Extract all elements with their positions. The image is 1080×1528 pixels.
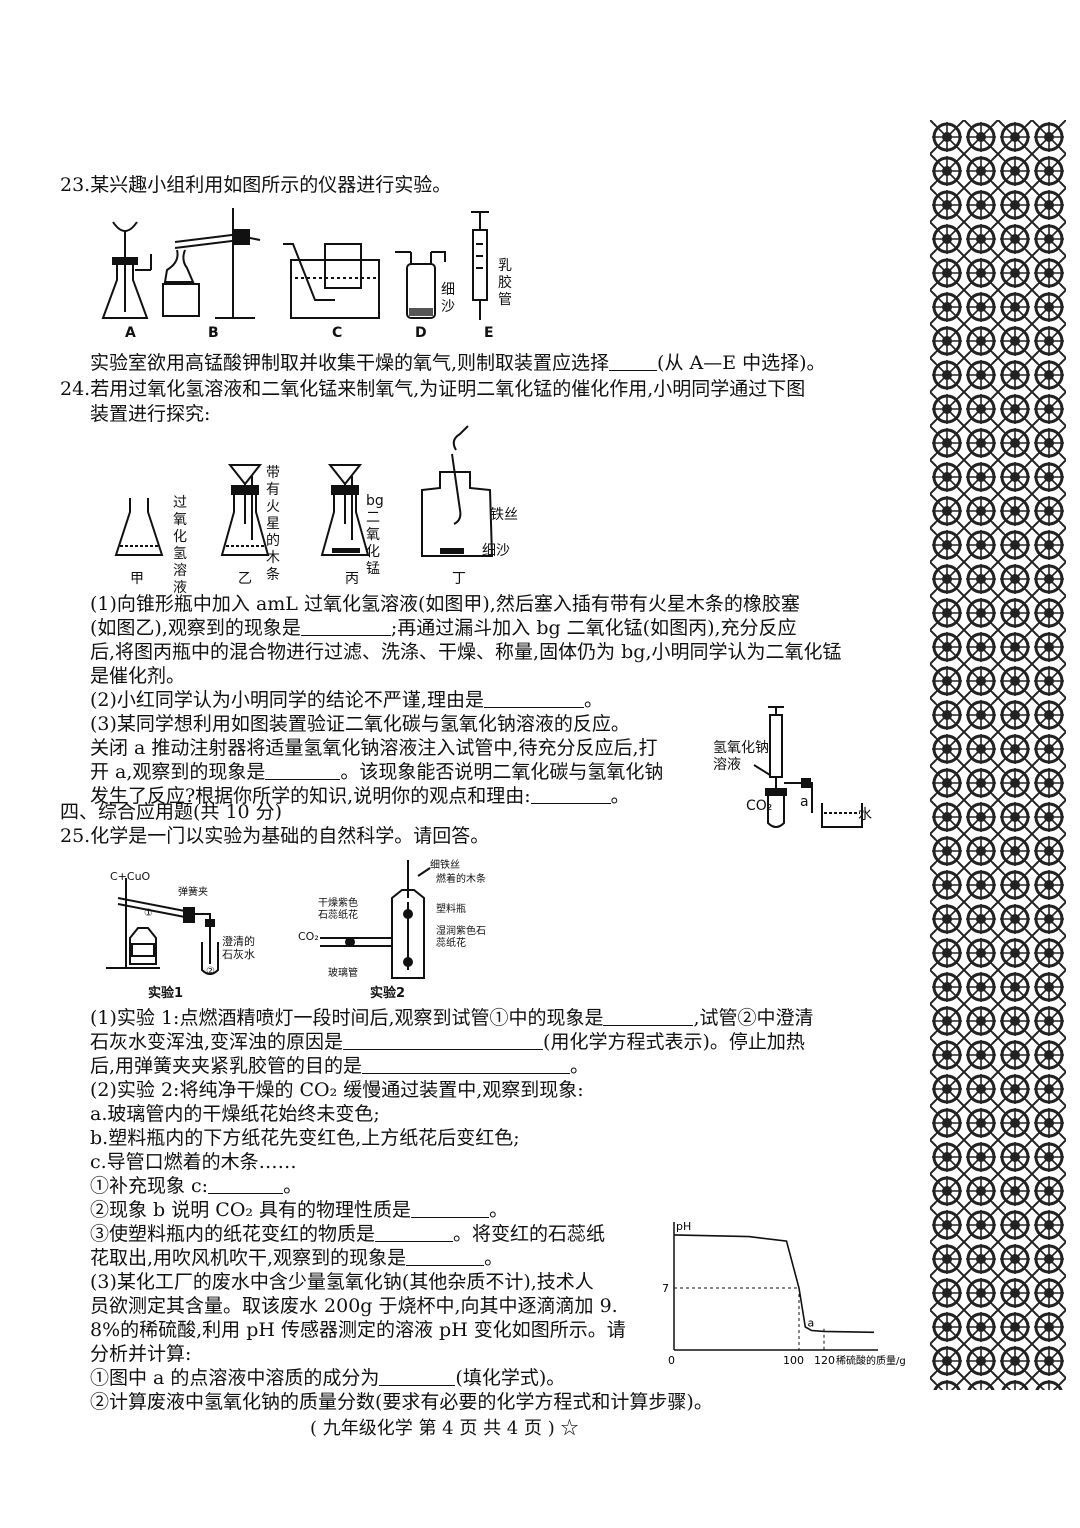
q24-p3-line1: (3)某同学想利用如图装置验证二氧化碳与氢氧化钠溶液的反应。 (90, 713, 630, 735)
decorative-border (930, 120, 1066, 1390)
q24-p3-blank-1[interactable] (265, 761, 341, 780)
q24-fig-ding-sand: 细沙 (482, 543, 510, 559)
q25-fig2-glass: 玻璃管 (328, 968, 358, 979)
q23-apparatus-figure (101, 208, 489, 320)
q25-p2-q3: ③使塑料瓶内的纸花变红的物质是。将变红的石蕊纸 (90, 1223, 606, 1245)
page-footer: ( 九年级化学 第 4 页 共 4 页 ) ☆ (310, 1418, 579, 1439)
q24-stem-2: 装置进行探究: (90, 403, 211, 425)
q24-p3-line3: 开 a,观察到的现象是。该现象能否说明二氧化碳与氢氧化钠 (90, 761, 664, 783)
q24-p1-line2: (如图乙),观察到的现象是;再通过漏斗加入 bg 二氧化锰(如图丙),充分反应 (90, 617, 797, 639)
q23-e-tube-label: 乳胶管 (498, 258, 512, 308)
ph-chart-xtick-0: 0 (668, 1354, 675, 1367)
q23-label-c: C (332, 325, 343, 341)
q25-p2-q1-blank[interactable] (208, 1175, 284, 1194)
q25-p3-line3: 8%的稀硫酸,利用 pH 传感器测定的溶液 pH 变化如图所示。请 (90, 1319, 626, 1341)
q25-fig2-bottle: 塑料瓶 (436, 904, 466, 915)
q25-fig1-title: C+CuO (110, 870, 151, 883)
q25-fig1-tube1: ① (144, 908, 153, 919)
q24-p1-line4: 是催化剂。 (90, 665, 186, 687)
q25-fig1-tube2: ② (206, 966, 215, 977)
q24-p2-blank[interactable] (483, 689, 584, 708)
q24-p1-line3: 后,将图丙瓶中的混合物进行过滤、洗涤、干燥、称量,固体仍为 bg,小明同学认为二… (90, 641, 842, 663)
ph-chart-ytick-7: 7 (662, 1282, 669, 1295)
q25-fig2-caption: 实验2 (370, 986, 406, 1001)
ph-chart-ylabel: pH (676, 1220, 691, 1233)
q23-d-sand-label: 细沙 (441, 282, 455, 315)
q24-p1-blank[interactable] (300, 617, 391, 636)
q25-experiment-2-figure (320, 860, 431, 979)
q25-p1-blank-1[interactable] (603, 1007, 694, 1026)
q25-fig2-co2: CO₂ (298, 930, 319, 943)
q24-p2: (2)小红同学认为小明同学的结论不严谨,理由是。 (90, 689, 603, 711)
ph-chart-point-a: a (808, 1317, 815, 1330)
q25-p3-q1-blank[interactable] (379, 1367, 456, 1386)
q24-fig3-naoh: 氢氧化钠溶液 (713, 740, 769, 773)
q24-p1-line1: (1)向锥形瓶中加入 amL 过氧化氢溶液(如图甲),然后塞入插有带有火星木条的… (90, 593, 800, 615)
q23-stem: 23.某兴趣小组利用如图所示的仪器进行实验。 (60, 174, 452, 196)
q25-p2-q2: ②现象 b 说明 CO₂ 具有的物理性质是。 (90, 1199, 509, 1221)
q24-fig-bing-text: bg二氧化锰 (366, 493, 384, 577)
q24-fig-label-jia: 甲 (130, 571, 144, 587)
q23-label-e: E (484, 325, 494, 341)
ph-chart-xtick-120: 120 (814, 1354, 835, 1367)
q25-fig1-caption: 实验1 (148, 986, 184, 1001)
q23-label-d: D (415, 325, 427, 341)
q25-fig2-wire: 细铁丝 (430, 860, 460, 871)
q25-stem: 25.化学是一门以实验为基础的自然科学。请回答。 (60, 825, 490, 847)
q25-experiment-1-figure (106, 878, 219, 975)
ph-chart: pH 7 0 100 120 a 稀硫酸的质量/g (662, 1220, 906, 1367)
q24-fig-ding-wire: 铁丝 (490, 507, 518, 523)
q25-p3-q1: ①图中 a 的点溶液中溶质的成分为(填化学式)。 (90, 1367, 566, 1389)
q25-fig2-stick: 燃着的木条 (436, 874, 486, 885)
q25-p2-q3-cont: 花取出,用吹风机吹干,观察到的现象是。 (90, 1247, 504, 1269)
q25-p3-q2: ②计算废液中氢氧化钠的质量分数(要求有必要的化学方程式和计算步骤)。 (90, 1391, 713, 1413)
q25-fig2-wet: 湿润紫色石蕊纸花 (436, 926, 486, 949)
q25-p2-b: b.塑料瓶内的下方纸花先变红色,上方纸花后变红色; (90, 1127, 520, 1149)
q25-p2-q3-blank-2[interactable] (406, 1247, 485, 1266)
q23-question: 实验室欲用高锰酸钾制取并收集干燥的氧气,则制取装置应选择(从 A—E 中选择)。 (90, 352, 826, 374)
q25-p3-line1: (3)某化工厂的废水中含少量氢氧化钠(其他杂质不计),技术人 (90, 1271, 594, 1293)
q25-p1-line2: 石灰水变浑浊,变浑浊的原因是(用化学方程式表示)。停止加热 (90, 1031, 805, 1053)
ph-chart-xlabel: 稀硫酸的质量/g (836, 1354, 906, 1367)
q24-p3-line2: 关闭 a 推动注射器将适量氢氧化钠溶液注入试管中,待充分反应后,打 (90, 737, 658, 759)
q25-p1-blank-2[interactable] (343, 1031, 544, 1050)
q24-flask-figure (114, 425, 494, 557)
q25-p2-q2-blank[interactable] (411, 1199, 490, 1218)
q25-p3-line2: 员欲测定其含量。取该废水 200g 于烧杯中,向其中逐滴滴加 9. (90, 1295, 618, 1317)
q25-p1-line1: (1)实验 1:点燃酒精喷灯一段时间后,观察到试管①中的现象是,试管②中澄清 (90, 1007, 814, 1029)
q25-fig1-lime: 澄清的石灰水 (222, 935, 255, 961)
ph-chart-xtick-100: 100 (783, 1354, 804, 1367)
q24-co2-naoh-figure (753, 706, 863, 828)
q24-fig-label-ding: 丁 (452, 571, 466, 587)
q24-fig3-a: a (800, 794, 809, 810)
ph-chart-curve (673, 1234, 875, 1334)
q25-p2-a: a.玻璃管内的干燥纸花始终未变色; (90, 1103, 380, 1125)
q25-p2-q1: ①补充现象 c:。 (90, 1175, 303, 1197)
q24-fig-jia-text: 过氧化氢溶液 (173, 495, 187, 596)
q25-p2-q3-blank-1[interactable] (375, 1223, 454, 1242)
q24-fig3-co2: CO₂ (746, 798, 773, 814)
q24-fig-yi-text: 带有火星的木条 (266, 465, 280, 583)
q25-p3-line4: 分析并计算: (90, 1343, 192, 1365)
q24-fig3-water: 水 (858, 807, 872, 823)
q25-p1-line3: 后,用弹簧夹夹紧乳胶管的目的是。 (90, 1055, 590, 1077)
q23-answer-blank[interactable] (609, 352, 658, 371)
q24-stem-1: 24.若用过氧化氢溶液和二氧化锰来制氧气,为证明二氧化锰的催化作用,小明同学通过… (60, 378, 806, 400)
q25-fig1-clip: 弹簧夹 (178, 887, 208, 898)
q24-p3-line4: 发生了反应?根据你所学的知识,说明你的观点和理由:。 (90, 785, 630, 807)
q23-label-b: B (208, 325, 219, 341)
q25-p2-c: c.导管口燃着的木条…… (90, 1151, 297, 1173)
q25-p2-line1: (2)实验 2:将纯净干燥的 CO₂ 缓慢通过装置中,观察到现象: (90, 1079, 584, 1101)
q24-fig-label-bing: 丙 (345, 571, 359, 587)
q24-p3-blank-2[interactable] (530, 785, 611, 804)
q23-label-a: A (125, 325, 136, 341)
q24-fig-label-yi: 乙 (238, 571, 252, 587)
section-4-heading: 四、综合应用题(共 10 分) (60, 801, 283, 823)
q25-fig2-dry: 干燥紫色石蕊纸花 (318, 898, 358, 921)
q25-p1-blank-3[interactable] (362, 1055, 571, 1074)
